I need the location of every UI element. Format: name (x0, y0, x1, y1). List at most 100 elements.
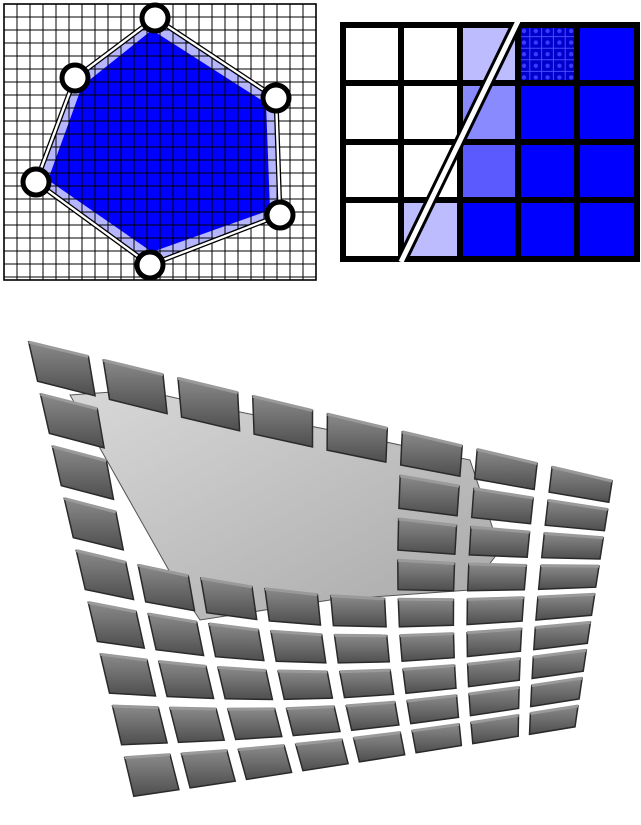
tile-highlight-edge (470, 713, 519, 725)
subsample-point (533, 75, 538, 80)
tile-highlight-edge (466, 627, 522, 635)
subsample-point (545, 75, 550, 80)
tile-highlight-edge (252, 394, 313, 413)
tile-highlight-edge (264, 587, 318, 597)
zoom-cell (401, 25, 460, 83)
subsample-point (533, 52, 538, 57)
tile-highlight-edge (533, 648, 587, 659)
tile-block (147, 613, 205, 657)
tile-highlight-edge (399, 474, 460, 488)
zoom-cell (518, 200, 577, 259)
tile-block (180, 749, 237, 789)
subsample-point (557, 28, 562, 34)
zoom-cell (343, 200, 401, 259)
subsample-point (569, 63, 574, 68)
subsample-point (545, 52, 550, 57)
tile-highlight-edge (401, 430, 463, 448)
polygon-rasterization-figure (3, 2, 317, 281)
tile-block (333, 634, 391, 664)
tile-highlight-edge (411, 722, 460, 733)
tile-highlight-edge (544, 531, 604, 540)
subsample-point (533, 40, 538, 45)
zoom-cell (343, 25, 401, 83)
tile-highlight-edge (100, 652, 148, 662)
tile-block (226, 708, 283, 741)
tile-highlight-edge (406, 694, 457, 703)
zoom-cell (460, 142, 518, 200)
fine-grid-lines (3, 3, 317, 280)
tile-highlight-edge (535, 620, 591, 629)
tile-block (111, 705, 169, 746)
zoom-cell (577, 83, 637, 142)
tile-highlight-edge (399, 632, 454, 638)
tile-highlight-edge (169, 706, 217, 711)
tile-highlight-edge (327, 412, 388, 430)
vertex-left (20, 166, 52, 198)
tile-highlight-edge (63, 497, 117, 514)
tile-block (329, 595, 387, 628)
subsample-point (545, 40, 550, 45)
zoom-cell (518, 142, 577, 200)
tile-highlight-edge (330, 594, 385, 601)
tile-highlight-edge (353, 731, 401, 740)
tile-block (99, 653, 157, 697)
tile-block (277, 670, 334, 701)
tile-highlight-edge (200, 576, 253, 589)
vertex-upper-right (260, 82, 292, 114)
zoom-cell (577, 200, 637, 259)
tile-highlight-edge (473, 487, 534, 500)
voxel-tile-surface-figure (27, 340, 613, 798)
polygon-fill (48, 30, 270, 252)
subsample-point (557, 52, 562, 57)
tile-block (123, 753, 180, 798)
subsample-grid (521, 28, 574, 80)
vertex-top (139, 2, 171, 34)
subsample-point (545, 63, 550, 68)
tile-highlight-edge (181, 748, 228, 756)
subsample-point (521, 52, 527, 57)
tile-highlight-edge (470, 525, 530, 534)
tile-block (338, 669, 395, 699)
tile-block (537, 564, 600, 591)
tile-highlight-edge (397, 558, 455, 565)
zoom-cell (343, 142, 401, 200)
tile-highlight-edge (238, 744, 285, 752)
subsample-point (569, 28, 574, 34)
polygon-rasterization-panel (0, 0, 320, 285)
tile-highlight-edge (52, 445, 107, 463)
zoom-cell (460, 200, 518, 259)
tile-highlight-edge (398, 517, 457, 528)
tile-highlight-edge (270, 629, 322, 637)
voxel-tile-surface-panel (0, 300, 641, 825)
tile-highlight-edge (112, 704, 159, 710)
tile-highlight-edge (334, 633, 387, 638)
subsample-point (557, 40, 562, 45)
tile-highlight-edge (531, 676, 583, 688)
subsample-point (569, 52, 574, 57)
tile-highlight-edge (88, 601, 137, 614)
tile-highlight-edge (402, 663, 455, 671)
tile-block (397, 598, 455, 628)
zoom-cell (401, 83, 460, 142)
tile-highlight-edge (476, 448, 538, 465)
tile-highlight-edge (28, 340, 89, 359)
tile-highlight-edge (339, 668, 391, 674)
tile-highlight-edge (217, 665, 267, 673)
subsample-point (569, 75, 574, 80)
zoom-cell (343, 83, 401, 142)
subsample-point (521, 40, 527, 45)
subsample-point (533, 63, 538, 68)
tile-highlight-edge (547, 498, 608, 511)
subsample-point (569, 40, 574, 45)
tile-array (27, 340, 613, 798)
cell-coverage-figure (340, 22, 640, 262)
subsample-point (521, 75, 527, 80)
tile-highlight-edge (147, 612, 197, 624)
tile-block (237, 744, 293, 781)
tile-highlight-edge (295, 738, 343, 746)
tile-highlight-edge (40, 392, 98, 411)
tile-highlight-edge (278, 669, 328, 674)
tile-highlight-edge (177, 376, 239, 395)
tile-highlight-edge (467, 596, 524, 601)
edge-line (398, 22, 521, 262)
